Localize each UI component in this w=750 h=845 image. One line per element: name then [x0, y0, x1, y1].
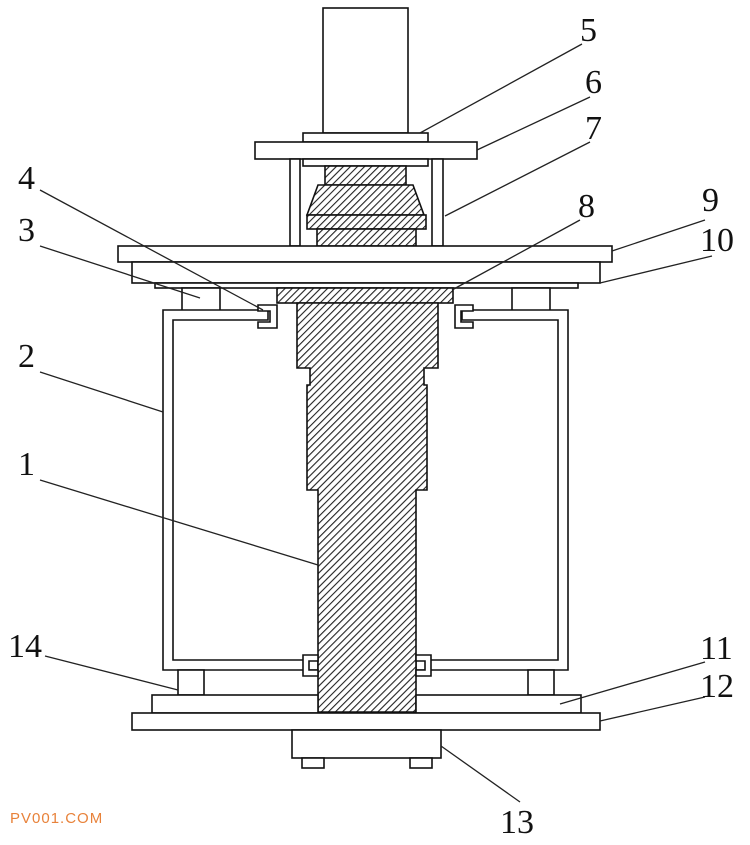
part-6-plate — [254, 141, 478, 160]
post-7-right — [431, 158, 444, 247]
label-11: 11 — [700, 630, 733, 667]
under-plate — [302, 158, 429, 167]
label-1: 1 — [18, 446, 35, 483]
label-7: 7 — [585, 110, 602, 147]
part-12-plate — [131, 712, 601, 731]
part-9-plate — [117, 245, 613, 263]
leader-lines — [39, 43, 713, 803]
post-7-left — [289, 158, 301, 247]
watermark: PV001.COM — [10, 810, 104, 827]
label-8: 8 — [578, 188, 595, 225]
part-11-plate-right — [415, 694, 582, 714]
part-2-frame-left — [162, 309, 319, 671]
label-6: 6 — [585, 64, 602, 101]
label-3: 3 — [18, 212, 35, 249]
label-2: 2 — [18, 338, 35, 375]
foot-right — [409, 757, 433, 769]
label-12: 12 — [700, 668, 734, 705]
label-5: 5 — [580, 12, 597, 49]
lower-clip-right — [415, 654, 432, 677]
part-10-plate — [131, 261, 601, 284]
lower-clip-left — [302, 654, 319, 677]
clip-right — [454, 304, 474, 329]
part-8-pad — [276, 287, 454, 304]
pillar-right — [527, 669, 555, 696]
label-14: 14 — [8, 628, 42, 665]
upper-core — [305, 165, 427, 247]
part-5-plate — [302, 132, 429, 143]
label-10: 10 — [700, 222, 734, 259]
foot-left — [301, 757, 325, 769]
label-13: 13 — [500, 804, 534, 841]
part-3-pillar-left — [181, 287, 221, 313]
part-1-shaft — [296, 302, 439, 713]
part-4-clip-left — [257, 304, 278, 329]
label-4: 4 — [18, 160, 35, 197]
part-3-pillar-right — [511, 287, 551, 313]
part-13-box — [291, 729, 442, 759]
part-11-plate-left — [151, 694, 319, 714]
label-9: 9 — [702, 182, 719, 219]
top-column — [322, 7, 409, 134]
part-14-pillar-left — [177, 669, 205, 696]
